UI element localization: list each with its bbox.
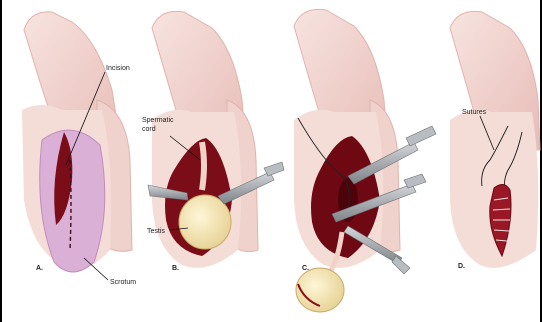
panel-a-letter: A. [36, 265, 43, 272]
panel-c: C. [294, 9, 436, 312]
panel-d-letter: D. [458, 263, 465, 270]
panel-a-scrotum-label: Scrotum [110, 279, 136, 286]
panel-a-incision-label: Incision [106, 65, 130, 72]
panel-b-testis-label: Testis [147, 228, 165, 235]
panel-d: Sutures D. [450, 11, 540, 270]
panel-b-cord [202, 142, 204, 190]
panel-b-cord-label-line1: Spermatic [142, 117, 174, 124]
panel-a: Incision Scrotum A. [22, 12, 136, 286]
panel-c-clamp-middle-handle [404, 174, 426, 188]
panel-c-letter: C. [302, 265, 309, 272]
panel-b-retractor-right-tip [264, 162, 284, 176]
panel-b-letter: B. [172, 265, 179, 272]
panel-d-sutures-label: Sutures [462, 109, 487, 116]
panel-c-clamp-upper-handle [406, 126, 436, 146]
panel-b: Spermatic cord Testis B. [142, 11, 284, 272]
panel-b-cord-label-line2: cord [142, 126, 156, 133]
